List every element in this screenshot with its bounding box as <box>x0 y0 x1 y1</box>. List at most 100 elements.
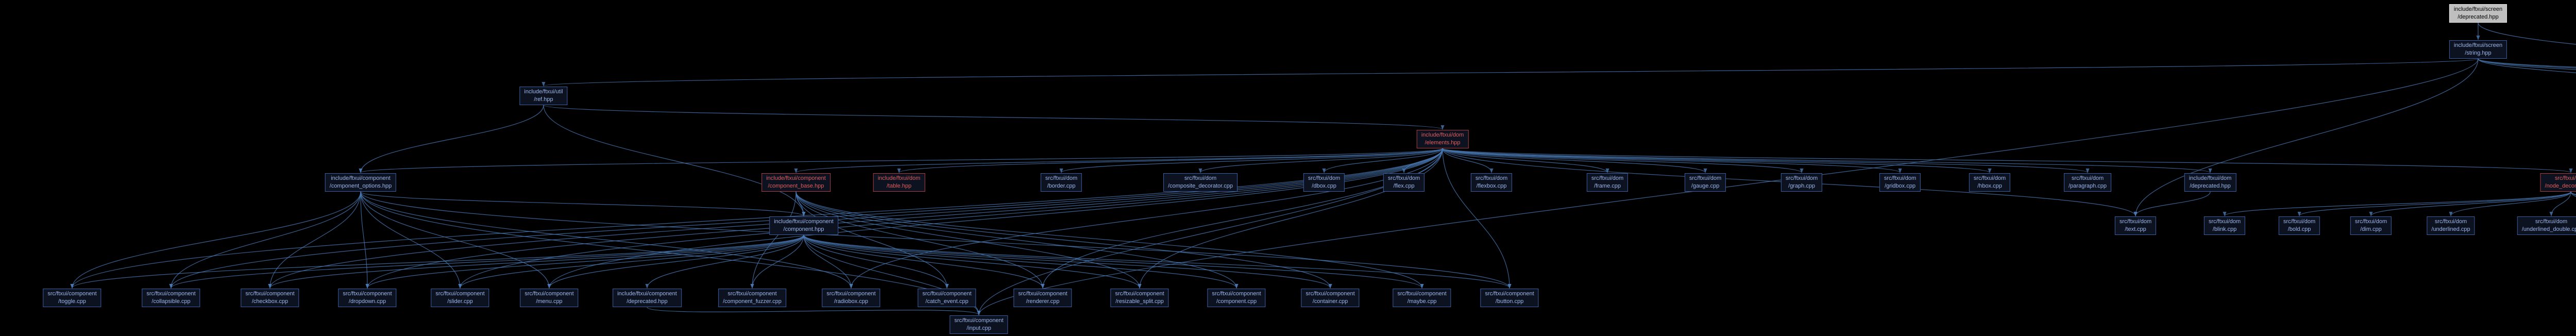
node-label-line: src/ftxui/component <box>954 317 1004 324</box>
graph-edge-copt-collapsible <box>169 191 361 289</box>
node-label-line: src/ftxui/component <box>146 291 196 297</box>
graph-edge-elements-menu <box>547 148 1443 289</box>
graph-edge-comp-comp_cpp <box>803 234 1239 289</box>
node-label-line: /graph.cpp <box>1788 183 1815 189</box>
node-label-line: src/ftxui/dom <box>1973 175 2006 181</box>
graph-edge-elements-compdec <box>1198 148 1443 173</box>
node-label-line: include/ftxui/screen <box>2453 42 2503 48</box>
graph-node-menu[interactable]: src/ftxui/component/menu.cpp <box>520 289 579 307</box>
graph-edge-cdep-input <box>647 307 981 315</box>
graph-node-border[interactable]: src/ftxui/dom/border.cpp <box>1040 173 1082 192</box>
graph-node-collapsible[interactable]: src/ftxui/component/collapsible.cpp <box>142 289 200 307</box>
graph-node-maybe[interactable]: src/ftxui/component/maybe.cpp <box>1393 289 1451 307</box>
graph-node-graphn[interactable]: src/ftxui/dom/graph.cpp <box>1781 173 1823 192</box>
graph-node-catch_event[interactable]: src/ftxui/component/catch_event.cpp <box>918 289 976 307</box>
node-label-line: include/ftxui/component <box>617 291 677 297</box>
node-label-line: /border.cpp <box>1047 183 1076 189</box>
node-label-line: /underlined.cpp <box>2431 226 2470 232</box>
graph-edge-copt-toggle <box>70 191 361 289</box>
graph-edge-comp-button <box>803 234 1512 289</box>
graph-node-dbox[interactable]: src/ftxui/dom/dbox.cpp <box>1303 173 1345 192</box>
node-label-line: src/ftxui/component <box>435 291 485 297</box>
graph-node-copt[interactable]: include/ftxui/component/component_option… <box>325 173 397 192</box>
graph-node-slider[interactable]: src/ftxui/component/slider.cpp <box>431 289 489 307</box>
node-label-line: /gridbox.cpp <box>1885 183 1916 189</box>
graph-node-button[interactable]: src/ftxui/component/button.cpp <box>1480 289 1539 307</box>
node-label-line: /component_options.hpp <box>329 183 392 189</box>
node-label-line: /elements.hpp <box>1425 140 1461 146</box>
node-label-line: src/ftxui/dom <box>1785 175 1818 181</box>
graph-node-dom_dep[interactable]: include/ftxui/dom/deprecated.hpp <box>2184 173 2236 192</box>
graph-node-text[interactable]: src/ftxui/dom/text.cpp <box>2114 216 2157 235</box>
node-label-line: include/ftxui/component <box>774 219 834 225</box>
node-label-line: src/ftxui/dom <box>1689 175 1722 181</box>
graph-edge-elements-slider <box>458 148 1443 289</box>
graph-node-frame[interactable]: src/ftxui/dom/frame.cpp <box>1586 173 1629 192</box>
graph-node-scr_str[interactable]: include/ftxui/screen/string.hpp <box>2449 40 2507 59</box>
graph-node-compdec[interactable]: src/ftxui/dom/composite_decorator.cpp <box>1163 173 1238 192</box>
graph-edge-elements-paragraph <box>1442 148 2090 173</box>
graph-node-bold[interactable]: src/ftxui/dom/bold.cpp <box>2278 216 2320 235</box>
graph-node-radiobox[interactable]: src/ftxui/component/radiobox.cpp <box>822 289 880 307</box>
graph-edge-copt-radiobox <box>360 191 853 289</box>
graph-edge-comp-toggle <box>70 234 804 289</box>
graph-edge-comp-checkbox <box>268 234 804 289</box>
graph-edge-elements-checkbox <box>268 148 1443 289</box>
node-label-line: src/ftxui/component <box>245 291 295 297</box>
graph-edge-elements-radiobox <box>849 148 1443 289</box>
graph-node-comp_cpp[interactable]: src/ftxui/component/component.cpp <box>1207 289 1266 307</box>
graph-edge-copt-comp <box>360 191 806 216</box>
node-label-line: /component_base.hpp <box>768 183 824 189</box>
graph-node-scr_dep[interactable]: include/ftxui/screen/deprecated.hpp <box>2449 4 2507 23</box>
graph-node-util_ref[interactable]: include/ftxui/util/ref.hpp <box>519 87 568 105</box>
node-label-line: src/ftxui/dom <box>2434 219 2467 225</box>
node-label-line: src/ftxui/dom <box>1591 175 1624 181</box>
graph-node-blink[interactable]: src/ftxui/dom/blink.cpp <box>2204 216 2246 235</box>
graph-edge-elements-gauge <box>1442 148 1707 173</box>
graph-edge-comp-container <box>803 234 1332 289</box>
graph-node-resizable[interactable]: src/ftxui/component/resizable_split.cpp <box>1110 289 1169 307</box>
graph-edge-comp-radiobox <box>803 234 853 289</box>
node-label-line: include/ftxui/dom <box>1421 132 1464 138</box>
node-label-line: src/ftxui/component <box>343 291 392 297</box>
node-label-line: /node_decorator.hpp <box>2545 183 2576 189</box>
graph-edge-comp-fuzzer <box>750 234 804 289</box>
node-label-line: src/ftxui/component <box>1397 291 1447 297</box>
graph-node-underlined[interactable]: src/ftxui/dom/underlined.cpp <box>2427 216 2475 235</box>
graph-node-gauge[interactable]: src/ftxui/dom/gauge.cpp <box>1684 173 1726 192</box>
node-label-line: /hbox.cpp <box>1977 183 2002 189</box>
graph-node-checkbox[interactable]: src/ftxui/component/checkbox.cpp <box>241 289 299 307</box>
graph-node-comp[interactable]: include/ftxui/component/component.hpp <box>769 216 838 235</box>
graph-node-renderer[interactable]: src/ftxui/component/renderer.cpp <box>1013 289 1072 307</box>
node-label-line: src/ftxui/component <box>1018 291 1067 297</box>
graph-edge-elements-table <box>897 148 1443 173</box>
graph-node-gridbox[interactable]: src/ftxui/dom/gridbox.cpp <box>1879 173 1921 192</box>
graph-node-hbox[interactable]: src/ftxui/dom/hbox.cpp <box>1969 173 2011 192</box>
graph-node-flex[interactable]: src/ftxui/dom/flex.cpp <box>1383 173 1425 192</box>
graph-node-table[interactable]: include/ftxui/dom/table.hpp <box>873 173 925 192</box>
graph-edge-scr_str-str_cpp <box>2478 58 2576 69</box>
node-label-line: src/ftxui/component <box>727 291 777 297</box>
graph-node-nodedec[interactable]: src/ftxui/dom/node_decorator.hpp <box>2540 173 2576 192</box>
node-label-line: /dropdown.cpp <box>348 298 386 305</box>
node-label-line: /checkbox.cpp <box>251 298 289 305</box>
node-label-line: include/ftxui/dom <box>2189 175 2232 181</box>
graph-edge-elements-frame <box>1442 148 1609 173</box>
graph-node-underlined2[interactable]: src/ftxui/dom/underlined_double.cpp <box>2517 216 2576 235</box>
graph-edge-comp-collapsible <box>169 234 804 289</box>
graph-node-cbase[interactable]: include/ftxui/component/component_base.h… <box>761 173 831 192</box>
graph-node-container[interactable]: src/ftxui/component/container.cpp <box>1301 289 1360 307</box>
node-label-line: src/ftxui/dom <box>1308 175 1341 181</box>
node-label-line: src/ftxui/dom <box>2535 219 2568 225</box>
graph-node-fuzzer[interactable]: src/ftxui/component/component_fuzzer.cpp <box>718 289 786 307</box>
graph-node-flexbox[interactable]: src/ftxui/dom/flexbox.cpp <box>1470 173 1513 192</box>
graph-node-dim[interactable]: src/ftxui/dom/dim.cpp <box>2350 216 2392 235</box>
graph-node-input[interactable]: src/ftxui/component/input.cpp <box>950 315 1008 334</box>
graph-node-toggle[interactable]: src/ftxui/component/toggle.cpp <box>43 289 101 307</box>
node-label-line: /string.hpp <box>2465 50 2492 56</box>
graph-node-dropdown[interactable]: src/ftxui/component/dropdown.cpp <box>338 289 397 307</box>
graph-node-elements[interactable]: include/ftxui/dom/elements.hpp <box>1416 130 1469 148</box>
graph-node-paragraph[interactable]: src/ftxui/dom/paragraph.cpp <box>2064 173 2111 192</box>
node-label-line: src/ftxui/dom <box>1184 175 1217 181</box>
graph-node-cdep[interactable]: include/ftxui/component/deprecated.hpp <box>613 289 682 307</box>
